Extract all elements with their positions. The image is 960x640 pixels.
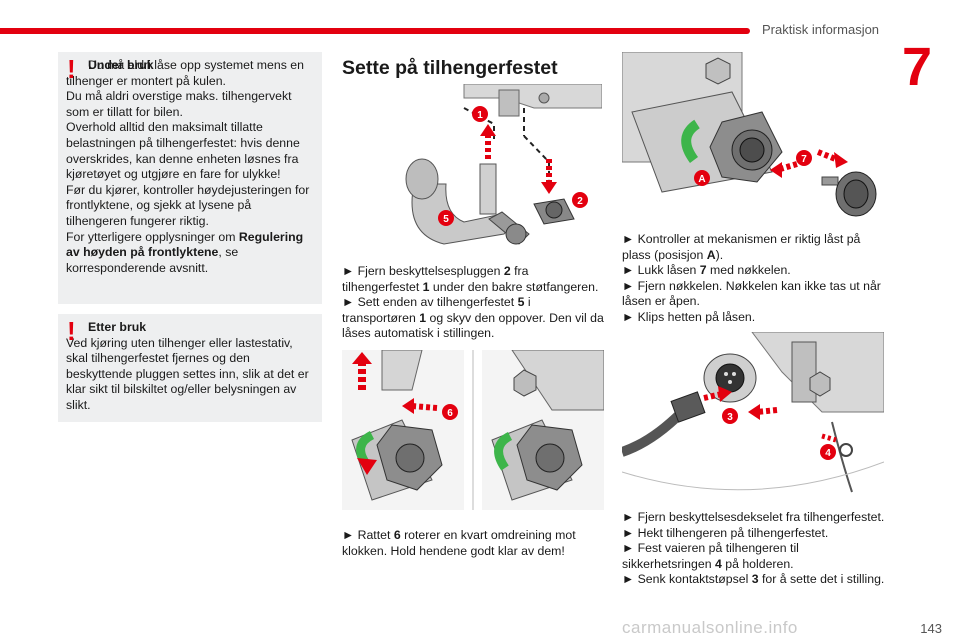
step-clip-cap: ► Klips hetten på låsen. xyxy=(622,309,756,324)
warning-ref: For ytterligere opplysninger om xyxy=(66,229,239,244)
illustration-socket: 3 4 xyxy=(622,332,884,504)
callout-marker xyxy=(694,170,710,186)
illustration-remove-plug: 1 2 5 xyxy=(384,84,602,254)
step-check-lock: ► Kontroller at mekanismen er riktig lås… xyxy=(622,232,861,262)
callout-7: 7 xyxy=(801,154,807,165)
step-rotate-text: ► Rattet 6 roterer en kvart omdreining m… xyxy=(342,528,604,559)
callout-marker xyxy=(572,192,588,208)
chapter-number: 7 xyxy=(902,37,933,97)
callout-A: A xyxy=(698,174,705,185)
warning-ref-after: , se korresponderende avsnitt. xyxy=(66,245,239,275)
illustration-lock: 7 A xyxy=(622,52,884,220)
callout-5: 5 xyxy=(443,214,449,225)
warning-in-use-text: Under bruk xyxy=(88,58,312,74)
step-hook-trailer: ► Hekt tilhengeren på tilhengerfestet. xyxy=(622,525,829,540)
warning-ref-bold: Regulering av høyden på frontlyktene xyxy=(66,229,304,260)
step-remove-key: ► Fjern nøkkelen. Nøkkelen kan ikke tas … xyxy=(622,278,881,309)
warning-line: Du må aldri overstige maks. tilhengervek… xyxy=(66,89,292,119)
warning-icon: ! xyxy=(67,54,76,84)
callout-marker xyxy=(796,150,812,166)
step-rotate-wheel: ► Rattet 6 roterer en kvart omdreining m… xyxy=(342,528,576,558)
warning-line: Overhold alltid den maksimalt tillatte b… xyxy=(66,120,300,182)
callout-marker xyxy=(438,210,454,226)
step-remove-cover: ► Fjern beskyttelsesdekselet fra tilheng… xyxy=(622,510,885,524)
step-insert-ball: ► Sett enden av tilhengerfestet 5 i tran… xyxy=(342,295,604,341)
warning-after-use-body: Ved kjøring uten tilhenger eller lastest… xyxy=(66,335,309,412)
watermark: carmanualsonline.info xyxy=(622,618,798,637)
step-remove-plug: ► Fjern beskyttelsespluggen 2 fra tilhen… xyxy=(342,264,599,294)
callout-6: 6 xyxy=(447,408,453,419)
steps-socket: ► Fjern beskyttelsesdekselet fra tilheng… xyxy=(622,510,890,588)
callout-marker xyxy=(442,404,458,420)
warning-in-use-title: Under bruk xyxy=(88,58,154,72)
callout-2: 2 xyxy=(577,196,583,207)
steps-remove-insert: ► Fjern beskyttelsespluggen 2 fra tilhen… xyxy=(342,264,604,342)
callout-marker xyxy=(820,444,836,460)
warning-line: Før du kjører, kontroller høydejustering… xyxy=(66,182,310,228)
section-heading: Sette på tilhengerfestet xyxy=(342,57,558,79)
callout-3: 3 xyxy=(727,412,733,423)
illustration-rotate-wheel: 6 xyxy=(342,350,604,510)
warning-in-use: ! Under bruk Du må aldri låse opp system… xyxy=(58,52,322,304)
page-number: 143 xyxy=(920,621,942,636)
warning-after-use: ! Etter bruk Ved kjøring uten tilhenger … xyxy=(58,314,322,422)
step-close-lock: ► Lukk låsen 7 med nøkkelen. xyxy=(622,263,791,278)
steps-lock: ► Kontroller at mekanismen er riktig lås… xyxy=(622,232,886,326)
warning-line: Du må aldri låse opp systemet mens en ti… xyxy=(66,58,304,88)
step-fasten-cable: ► Fest vaieren på tilhengeren til sikker… xyxy=(622,541,799,571)
header-red-bar xyxy=(0,28,750,34)
callout-4: 4 xyxy=(825,448,831,459)
callout-marker xyxy=(472,106,488,122)
callout-1: 1 xyxy=(477,110,483,121)
callout-marker xyxy=(722,408,738,424)
warning-after-use-text: Ved kjøring uten tilhenger eller lastest… xyxy=(66,336,312,414)
warning-icon: ! xyxy=(67,316,76,346)
step-lower-plug: ► Senk kontaktstøpsel 3 for å sette det … xyxy=(622,572,885,587)
warning-after-use-title: Etter bruk xyxy=(88,320,147,334)
warning-in-use-body: Du må aldri låse opp systemet mens en ti… xyxy=(66,58,312,276)
section-title: Praktisk informasjon xyxy=(762,22,880,37)
